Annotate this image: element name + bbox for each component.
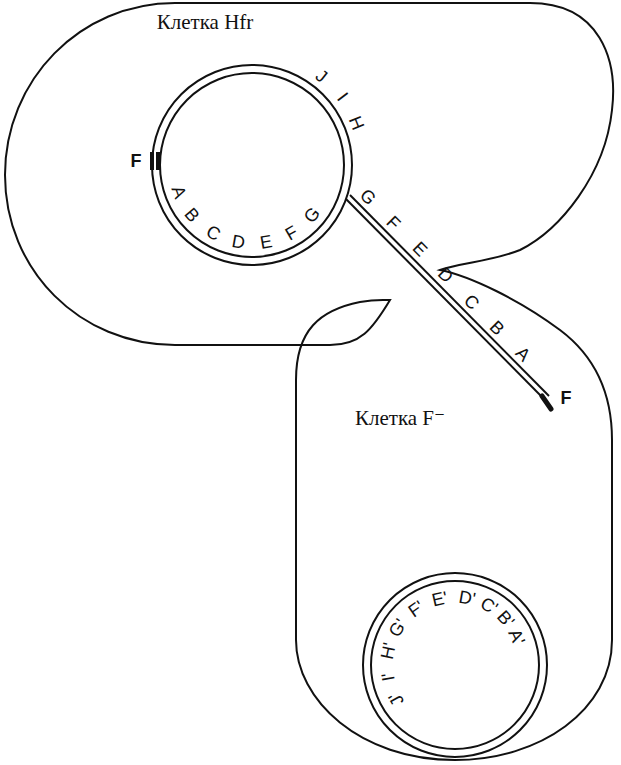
gene-letter: E' (430, 588, 449, 609)
gene-letter: D (230, 232, 246, 252)
gene-letter: E (258, 232, 273, 252)
transferred-strand (346, 199, 545, 400)
gene-letter: C' (477, 594, 500, 618)
gene-letter: H (346, 113, 368, 132)
gene-letter: D' (457, 588, 476, 609)
cell-label: Клетка Hfr (153, 8, 258, 37)
recipient-chromosome (371, 581, 539, 749)
f-factor-mark (542, 396, 551, 409)
gene-letter: B' (494, 608, 518, 632)
gene-letter: A' (506, 627, 529, 648)
gene-letter: I' (378, 671, 397, 682)
gene-letter: C (461, 291, 483, 313)
gene-letter: A (168, 183, 189, 200)
gene-letter: G (300, 204, 323, 226)
gene-letter: H' (378, 641, 399, 661)
cell-label: Клетка F⁻ (351, 404, 449, 433)
cell-name: Клетка Hfr (157, 10, 254, 35)
recipient-chromosome (363, 573, 547, 757)
f-factor-mark (150, 152, 154, 170)
gene-letter: B (181, 205, 203, 226)
gene-letter: A (513, 343, 534, 364)
gene-letter: C (203, 222, 223, 244)
gene-letter: G' (386, 616, 411, 640)
gene-letter: F (282, 222, 301, 243)
cell-name: Клетка F⁻ (355, 406, 445, 431)
gene-letter: I (334, 90, 351, 105)
gene-letter: J' (385, 689, 407, 709)
cell-outline (5, 3, 613, 760)
gene-letter: F' (405, 598, 427, 621)
gene-letter: B (487, 317, 508, 338)
f-factor-mark (156, 152, 160, 170)
hfr-chromosome (152, 65, 352, 265)
gene-letter: F (131, 152, 142, 170)
gene-letter: F (384, 213, 405, 234)
hfr-chromosome (160, 73, 344, 257)
transferred-strand (350, 195, 549, 396)
gene-letter: J (312, 66, 330, 86)
gene-letter: F (561, 389, 572, 407)
